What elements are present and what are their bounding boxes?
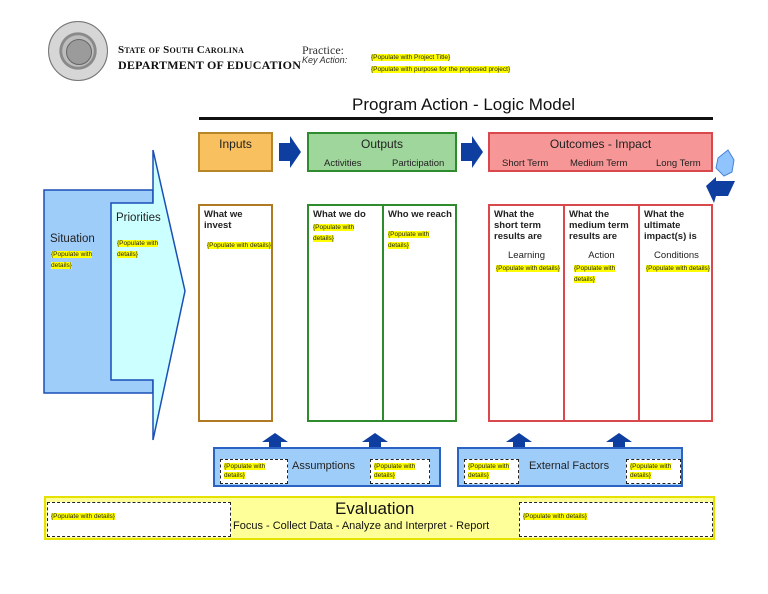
activities-details[interactable]: {Populate with details}: [313, 224, 355, 242]
long-term-cell: What the ultimate impact(s) is Condition…: [640, 206, 713, 420]
state-seal-logo: [48, 21, 108, 81]
agency-name-line2: DEPARTMENT OF EDUCATION: [118, 58, 302, 72]
evaluation-subtitle: Focus - Collect Data - Analyze and Inter…: [233, 520, 490, 532]
title-rule: [199, 117, 713, 120]
participation-cell: Who we reach {Populate with details}: [384, 206, 457, 420]
external-factors-panel: {Populate with details} External Factors…: [457, 447, 683, 487]
inputs-header-label: Inputs: [219, 137, 252, 151]
priorities-label: Priorities: [116, 212, 161, 224]
agency-name-line1: State of South Carolina: [118, 44, 245, 56]
activities-label: Activities: [324, 158, 362, 169]
short-term-label: Short Term: [502, 158, 549, 169]
key-action-label: Key Action:: [302, 55, 348, 65]
inputs-question: What we invest: [204, 209, 243, 231]
conditions-label: Conditions: [654, 250, 699, 261]
outcomes-divider-1: [563, 206, 565, 420]
short-term-cell: What the short term results are Learning…: [490, 206, 563, 420]
long-term-question: What the ultimate impact(s) is: [644, 209, 697, 242]
medium-term-question: What the medium term results are: [569, 209, 629, 242]
practice-label: Practice:: [302, 43, 344, 57]
feedback-loop-dark-icon: [706, 177, 735, 203]
external-factors-right-details[interactable]: {Populate with details}: [626, 459, 681, 484]
practice-value[interactable]: {Populate with Project Title}: [371, 54, 451, 61]
medium-term-cell: What the medium term results are Action …: [565, 206, 638, 420]
inputs-details[interactable]: {Populate with details}: [207, 242, 271, 249]
inputs-header: Inputs: [198, 132, 273, 172]
situation-label: Situation: [50, 233, 95, 245]
diagram-title: Program Action - Logic Model: [352, 95, 575, 114]
arrow-outputs-to-outcomes-icon: [461, 136, 483, 168]
outputs-header-label: Outputs: [360, 137, 404, 151]
evaluation-left-details[interactable]: {Populate with details}: [47, 502, 231, 537]
evaluation-right-details[interactable]: {Populate with details}: [519, 502, 713, 537]
priorities-details[interactable]: {Populate with details}: [117, 240, 159, 258]
outcomes-column: What the short term results are Learning…: [488, 204, 713, 422]
activities-cell: What we do {Populate with details}: [309, 206, 382, 420]
participation-details[interactable]: {Populate with details}: [388, 231, 430, 249]
outcomes-header-label: Outcomes - Impact: [549, 137, 652, 151]
outcomes-divider-2: [638, 206, 640, 420]
outputs-divider: [382, 206, 384, 420]
assumptions-panel: {Populate with details} Assumptions {Pop…: [213, 447, 441, 487]
external-factors-left-details[interactable]: {Populate with details}: [464, 459, 519, 484]
outcomes-header: Outcomes - Impact Short Term Medium Term…: [488, 132, 713, 172]
participation-label: Participation: [392, 158, 445, 169]
assumptions-right-details[interactable]: {Populate with details}: [370, 459, 430, 484]
activities-question: What we do: [313, 209, 366, 220]
learning-label: Learning: [508, 250, 545, 261]
medium-term-label: Medium Term: [570, 158, 628, 169]
seal-emblem-icon: [66, 39, 92, 65]
up-arrow-icon: [506, 433, 532, 448]
medium-term-details[interactable]: {Populate with details}: [574, 265, 616, 283]
up-arrow-icon: [606, 433, 632, 448]
up-arrow-icon: [262, 433, 288, 448]
external-factors-label: External Factors: [529, 460, 610, 472]
short-term-details[interactable]: {Populate with details}: [496, 265, 560, 272]
key-action-value[interactable]: {Populate with purpose for the proposed …: [371, 66, 511, 73]
inputs-column: What we invest {Populate with details}: [198, 204, 273, 422]
outputs-column: What we do {Populate with details} Who w…: [307, 204, 457, 422]
short-term-question: What the short term results are: [494, 209, 543, 242]
participation-question: Who we reach: [388, 209, 452, 220]
evaluation-title: Evaluation: [335, 499, 415, 518]
situation-details[interactable]: {Populate with details}: [51, 251, 93, 269]
assumptions-label: Assumptions: [292, 460, 355, 472]
action-label: Action: [588, 250, 615, 261]
long-term-details[interactable]: {Populate with details}: [646, 265, 710, 272]
up-arrow-icon: [362, 433, 388, 448]
assumptions-left-details[interactable]: {Populate with details}: [220, 459, 288, 484]
arrow-inputs-to-outputs-icon: [279, 136, 301, 168]
feedback-loop-light-icon: [715, 149, 735, 177]
outputs-header: Outputs Activities Participation: [307, 132, 457, 172]
priorities-arrow-shape: [110, 149, 186, 441]
long-term-label: Long Term: [656, 158, 701, 169]
